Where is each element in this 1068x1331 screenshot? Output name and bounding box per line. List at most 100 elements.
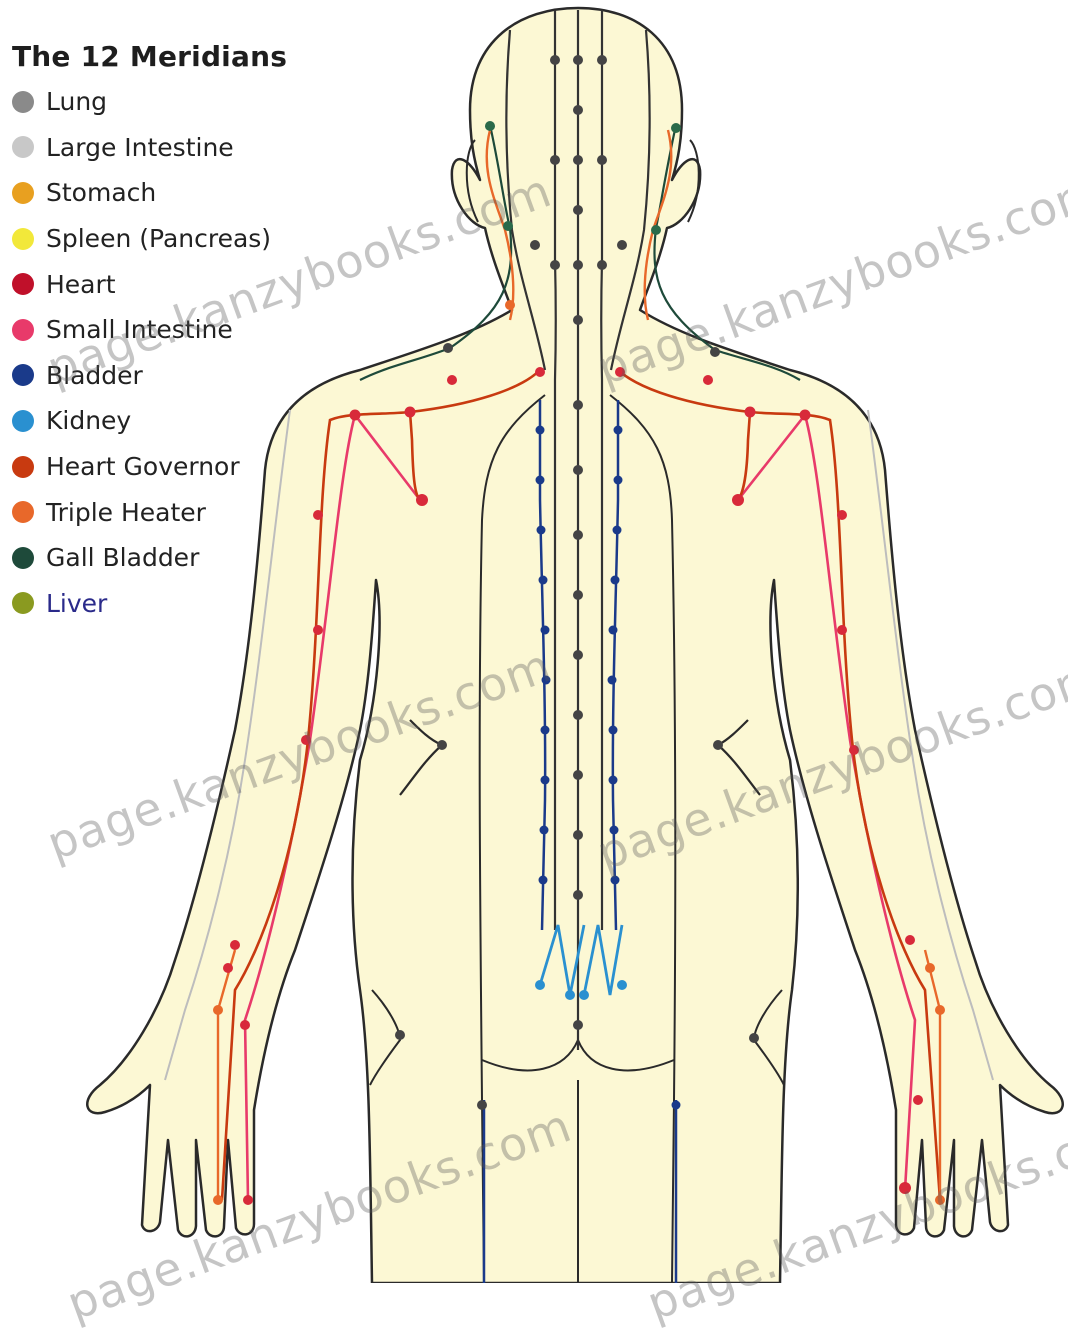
kidney-color-swatch (12, 410, 34, 432)
acupoint (749, 1033, 759, 1043)
legend-item-liver: Liver (12, 581, 287, 627)
triple-heater-color-swatch (12, 501, 34, 523)
legend-label: Kidney (46, 406, 131, 435)
spleen-color-swatch (12, 228, 34, 250)
lung-color-swatch (12, 91, 34, 113)
legend-label: Large Intestine (46, 133, 234, 162)
legend-label: Lung (46, 87, 107, 116)
acupoint (573, 710, 583, 720)
acupoint (550, 155, 560, 165)
legend-item-large-intestine: Large Intestine (12, 125, 287, 171)
acupoint (609, 776, 618, 785)
acupoint (609, 626, 618, 635)
acupoint (837, 510, 847, 520)
legend-label: Triple Heater (46, 498, 206, 527)
legend-item-spleen: Spleen (Pancreas) (12, 216, 287, 262)
legend-item-lung: Lung (12, 79, 287, 125)
acupoint (573, 890, 583, 900)
acupoint (230, 940, 240, 950)
acupoint (609, 726, 618, 735)
acupoint (597, 155, 607, 165)
acupoint (240, 1020, 250, 1030)
acupoint (395, 1030, 405, 1040)
acupoint (541, 726, 550, 735)
acupoint (671, 123, 681, 133)
acupoint (573, 465, 583, 475)
gall-bladder-color-swatch (12, 547, 34, 569)
acupoint (313, 625, 323, 635)
acupoint (541, 626, 550, 635)
acupoint (837, 625, 847, 635)
acupoint (713, 740, 723, 750)
legend-item-kidney: Kidney (12, 398, 287, 444)
acupoint (573, 260, 583, 270)
acupoint (745, 407, 756, 418)
heart-color-swatch (12, 273, 34, 295)
acupoint (800, 410, 811, 421)
acupoint (573, 590, 583, 600)
legend-item-triple-heater: Triple Heater (12, 489, 287, 535)
spine-line-left (555, 10, 556, 930)
acupoint (243, 1195, 253, 1205)
acupoint (913, 1095, 923, 1105)
acupoint (905, 935, 915, 945)
acupoint (505, 300, 515, 310)
heart-governor-color-swatch (12, 456, 34, 478)
acupoint (651, 225, 661, 235)
liver-color-swatch (12, 592, 34, 614)
acupoint (608, 676, 617, 685)
acupoint (550, 260, 560, 270)
acupoint (443, 343, 453, 353)
legend-label: Heart Governor (46, 452, 240, 481)
acupoint (537, 526, 546, 535)
acupoint (611, 576, 620, 585)
acupoint (437, 740, 447, 750)
legend-label: Heart (46, 270, 116, 299)
acupoint (597, 55, 607, 65)
small-intestine-color-swatch (12, 319, 34, 341)
acupoint (597, 260, 607, 270)
acupoint (573, 55, 583, 65)
acupoint (350, 410, 361, 421)
acupoint (573, 830, 583, 840)
acupoint (539, 876, 548, 885)
acupoint (925, 963, 935, 973)
legend-label: Gall Bladder (46, 543, 199, 572)
large-intestine-color-swatch (12, 136, 34, 158)
acupoint (565, 990, 575, 1000)
acupoint (447, 375, 457, 385)
acupoint (935, 1005, 945, 1015)
legend-title: The 12 Meridians (12, 40, 287, 73)
acupoint (614, 476, 623, 485)
acupoint (550, 55, 560, 65)
acupoint (732, 494, 744, 506)
acupoint (573, 530, 583, 540)
legend-label: Liver (46, 589, 107, 618)
acupoint (703, 375, 713, 385)
spine-line-right (601, 10, 602, 930)
acupoint (535, 367, 545, 377)
acupoint (613, 526, 622, 535)
acupoint (405, 407, 416, 418)
legend-label: Spleen (Pancreas) (46, 224, 271, 253)
acupoint (416, 494, 428, 506)
legend-item-heart-governor: Heart Governor (12, 444, 287, 490)
acupoint (213, 1195, 223, 1205)
acupoint (540, 826, 549, 835)
acupoint (579, 990, 589, 1000)
acupoint (573, 105, 583, 115)
acupoint (213, 1005, 223, 1015)
acupoint (539, 576, 548, 585)
acupoint (536, 426, 545, 435)
acupoint (573, 205, 583, 215)
bladder-color-swatch (12, 364, 34, 386)
acupoint (313, 510, 323, 520)
acupoint (573, 315, 583, 325)
legend-item-gall-bladder: Gall Bladder (12, 535, 287, 581)
legend-item-stomach: Stomach (12, 170, 287, 216)
acupoint (536, 476, 545, 485)
acupoint (573, 1020, 583, 1030)
acupoint (541, 776, 550, 785)
legend-label: Stomach (46, 178, 156, 207)
acupoint (223, 963, 233, 973)
